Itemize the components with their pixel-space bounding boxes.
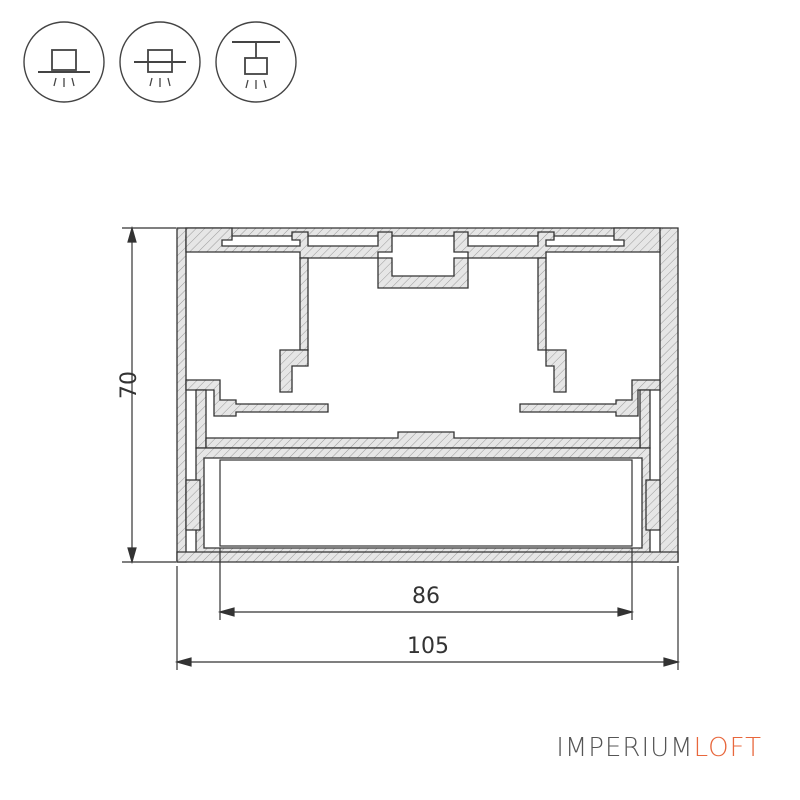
surface-mount-icon — [23, 21, 105, 103]
profile-section — [176, 227, 679, 563]
brand-logo: IMPERIUMLOFT — [556, 733, 762, 763]
height-dimension — [122, 225, 176, 565]
diffuser-window — [219, 459, 633, 547]
suspended-mount-icon — [215, 21, 297, 103]
brand-part1: IMPERIUM — [556, 733, 694, 763]
inner-width-label: 86 — [412, 584, 440, 609]
height-label: 70 — [117, 371, 142, 399]
outer-width-dimension — [174, 566, 681, 670]
recessed-mount-icon — [119, 21, 201, 103]
brand-part2: LOFT — [693, 733, 762, 763]
inner-width-dimension — [217, 548, 635, 620]
outer-width-label: 105 — [407, 634, 449, 659]
